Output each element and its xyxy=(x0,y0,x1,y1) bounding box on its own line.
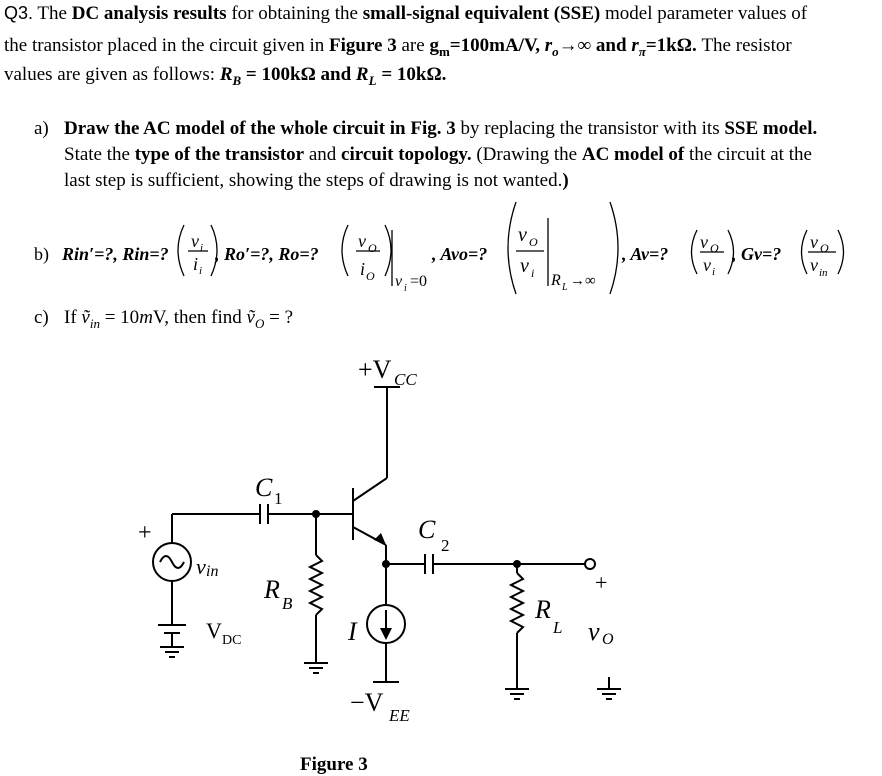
transistor-collector xyxy=(352,477,388,502)
base-node-dot xyxy=(312,510,320,518)
output-plus: + xyxy=(595,570,607,595)
vo-label: v xyxy=(588,617,600,646)
svg-text:L: L xyxy=(552,618,562,637)
part-b-ro: , Ro′=?, Ro=? xyxy=(214,244,319,264)
part-b-label: b) xyxy=(34,244,49,265)
svg-text:L: L xyxy=(561,282,568,293)
svg-text:2: 2 xyxy=(441,536,450,555)
svg-text:in: in xyxy=(819,267,828,279)
svg-text:O: O xyxy=(368,241,377,255)
paren-left-1 xyxy=(177,224,185,277)
output-terminal xyxy=(584,558,596,570)
rb-resistor xyxy=(307,554,325,616)
paren-right-5 xyxy=(837,229,845,275)
svg-text:O: O xyxy=(710,241,719,255)
cond-vi: v xyxy=(395,273,403,290)
svg-text:in: in xyxy=(206,563,218,580)
cond-rl: R xyxy=(550,272,561,289)
part-b-vo-num: v xyxy=(358,231,366,251)
part-a-line-2: State the type of the transistor and cir… xyxy=(64,144,812,165)
output-node-dot xyxy=(513,560,521,568)
question-line-2: the transistor placed in the circuit giv… xyxy=(4,35,792,59)
emitter-arrow-icon xyxy=(374,533,386,545)
part-b-gv: , Gv=? xyxy=(731,244,781,264)
svg-text:DC: DC xyxy=(222,633,241,648)
part-a-line-3: last step is sufficient, showing the ste… xyxy=(64,170,569,191)
svg-text:EE: EE xyxy=(388,706,410,725)
c2-label: C xyxy=(418,515,436,544)
question-number: Q3. xyxy=(4,3,34,23)
part-c-text: If ṽin = 10mV, then find ṽO = ? xyxy=(64,307,294,331)
part-b-av-den: v xyxy=(703,255,711,275)
part-b-io-den: i xyxy=(360,259,365,279)
paren-right-1 xyxy=(210,224,218,277)
part-b-avo: , Avo=? xyxy=(431,244,487,264)
part-a-line-1: Draw the AC model of the whole circuit i… xyxy=(64,118,818,139)
paren-left-3 xyxy=(507,201,517,295)
rl-resistor xyxy=(508,572,526,634)
rb-label: R xyxy=(263,575,280,604)
svg-text:O: O xyxy=(366,269,375,283)
part-b-avo-den: v xyxy=(520,255,529,277)
svg-text:i: i xyxy=(531,266,534,280)
svg-text:i: i xyxy=(712,266,715,278)
part-b-ii-den: i xyxy=(193,254,198,274)
paren-left-5 xyxy=(800,229,808,275)
svg-text:B: B xyxy=(282,594,293,613)
svg-text:→∞: →∞ xyxy=(570,273,596,289)
paren-right-2 xyxy=(384,224,392,277)
emitter-node-dot xyxy=(382,560,390,568)
svg-text:=0: =0 xyxy=(410,273,427,290)
rl-label: R xyxy=(534,595,551,624)
part-a-label: a) xyxy=(34,118,49,139)
source-plus: + xyxy=(138,520,152,546)
circuit-wires xyxy=(152,386,621,700)
part-b-av-num: v xyxy=(700,232,708,252)
part-b-gv-den: v xyxy=(810,255,818,275)
svg-text:i: i xyxy=(200,242,203,254)
svg-text:O: O xyxy=(820,241,829,255)
part-b-gv-num: v xyxy=(810,232,818,252)
svg-text:i: i xyxy=(199,265,202,277)
vin-label: v xyxy=(196,554,206,579)
paren-left-4 xyxy=(690,229,698,275)
vcc-label: +V xyxy=(358,355,392,384)
part-b-rin: Rin′=?, Rin=? xyxy=(61,244,169,264)
ac-source-wave-icon xyxy=(159,555,185,569)
current-source-label: I xyxy=(347,617,358,646)
svg-text:O: O xyxy=(602,631,614,648)
vdc-label: V xyxy=(206,618,222,643)
part-b-vi-num: v xyxy=(191,231,199,251)
question-line-3: values are given as follows: RB = 100kΩ … xyxy=(4,64,447,88)
part-b-avo-num: v xyxy=(518,224,527,246)
question-line-1: Q3. The DC analysis results for obtainin… xyxy=(4,3,808,24)
svg-text:CC: CC xyxy=(394,370,417,389)
paren-left-2 xyxy=(341,224,349,277)
c1-label: C xyxy=(255,473,273,502)
paren-right-3 xyxy=(609,201,619,295)
svg-text:i: i xyxy=(404,283,407,294)
svg-text:O: O xyxy=(529,235,538,249)
part-c-label: c) xyxy=(34,307,49,328)
paren-right-4 xyxy=(727,229,735,275)
figure-caption: Figure 3 xyxy=(300,754,368,775)
vee-label: −V xyxy=(350,688,384,717)
part-b-av: , Av=? xyxy=(621,244,668,264)
svg-text:1: 1 xyxy=(274,489,283,508)
current-source-arrowhead-icon xyxy=(380,628,392,640)
